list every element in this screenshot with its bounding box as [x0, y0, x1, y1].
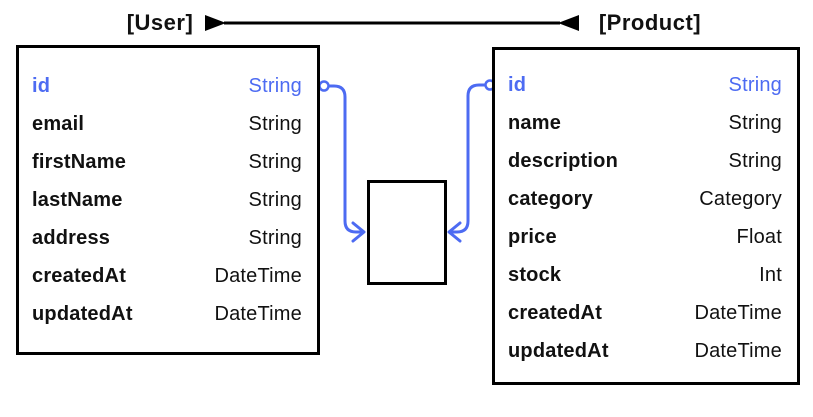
field-name: stock: [508, 263, 562, 286]
product-entity-label: [Product]: [598, 10, 702, 35]
arrow-left-icon: [447, 221, 462, 243]
field-row: createdAt DateTime: [495, 294, 797, 332]
field-type: String: [248, 150, 302, 173]
user-id-relation-path: [329, 84, 362, 234]
field-row: id String: [19, 67, 317, 105]
field-name: createdAt: [32, 264, 127, 287]
field-type: String: [728, 111, 782, 134]
field-row: id String: [495, 66, 797, 104]
field-row: address String: [19, 219, 317, 257]
field-name: id: [508, 73, 527, 96]
field-row: updatedAt DateTime: [495, 332, 797, 370]
field-type: String: [248, 74, 302, 97]
field-row: createdAt DateTime: [19, 257, 317, 295]
field-type: String: [728, 73, 782, 96]
field-name: lastName: [32, 188, 123, 211]
field-row: email String: [19, 105, 317, 143]
field-name: firstName: [32, 150, 127, 173]
field-type: DateTime: [214, 302, 302, 325]
field-type: Category: [699, 187, 782, 210]
field-row: category Category: [495, 180, 797, 218]
join-table-box: [367, 180, 447, 285]
field-name: createdAt: [508, 301, 603, 324]
field-name: name: [508, 111, 562, 134]
user-id-anchor-circle-icon: [318, 80, 330, 92]
arrow-right-icon: [351, 221, 366, 243]
field-type: DateTime: [214, 264, 302, 287]
field-name: updatedAt: [508, 339, 609, 362]
field-row: lastName String: [19, 181, 317, 219]
field-type: DateTime: [694, 301, 782, 324]
user-entity-label: [User]: [126, 10, 194, 35]
field-type: Int: [759, 263, 782, 286]
field-name: email: [32, 112, 85, 135]
field-row: price Float: [495, 218, 797, 256]
field-type: DateTime: [694, 339, 782, 362]
field-row: updatedAt DateTime: [19, 295, 317, 333]
field-name: address: [32, 226, 111, 249]
product-id-relation-path: [451, 83, 485, 234]
field-type: String: [248, 226, 302, 249]
field-name: id: [32, 74, 51, 97]
field-row: firstName String: [19, 143, 317, 181]
field-name: updatedAt: [32, 302, 133, 325]
field-type: String: [728, 149, 782, 172]
field-name: price: [508, 225, 557, 248]
field-type: Float: [736, 225, 782, 248]
field-type: String: [248, 188, 302, 211]
field-row: stock Int: [495, 256, 797, 294]
field-row: description String: [495, 142, 797, 180]
field-row: name String: [495, 104, 797, 142]
field-name: category: [508, 187, 593, 210]
field-type: String: [248, 112, 302, 135]
field-name: description: [508, 149, 618, 172]
